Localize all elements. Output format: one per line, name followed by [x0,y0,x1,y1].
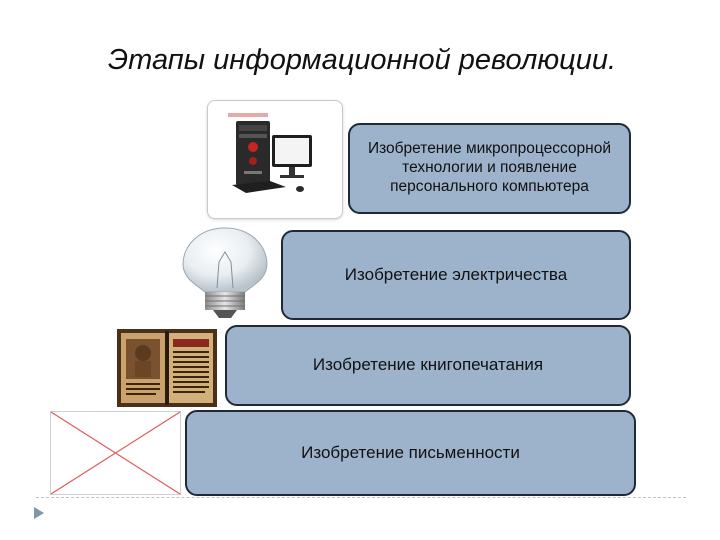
nav-arrow-icon[interactable] [32,506,46,520]
light-bulb-icon [175,222,275,320]
stage-electricity: Изобретение электричества [281,230,631,320]
computer-icon [207,100,343,219]
broken-image-icon [50,411,181,495]
stage-computer: Изобретение микропроцессорной технологии… [348,123,631,214]
slide-title: Этапы информационной революции. [108,44,617,76]
stage-writing: Изобретение письменности [185,410,636,496]
footer-divider [36,497,686,498]
old-book-icon [117,329,217,407]
stage-printing: Изобретение книгопечатания [225,325,631,406]
